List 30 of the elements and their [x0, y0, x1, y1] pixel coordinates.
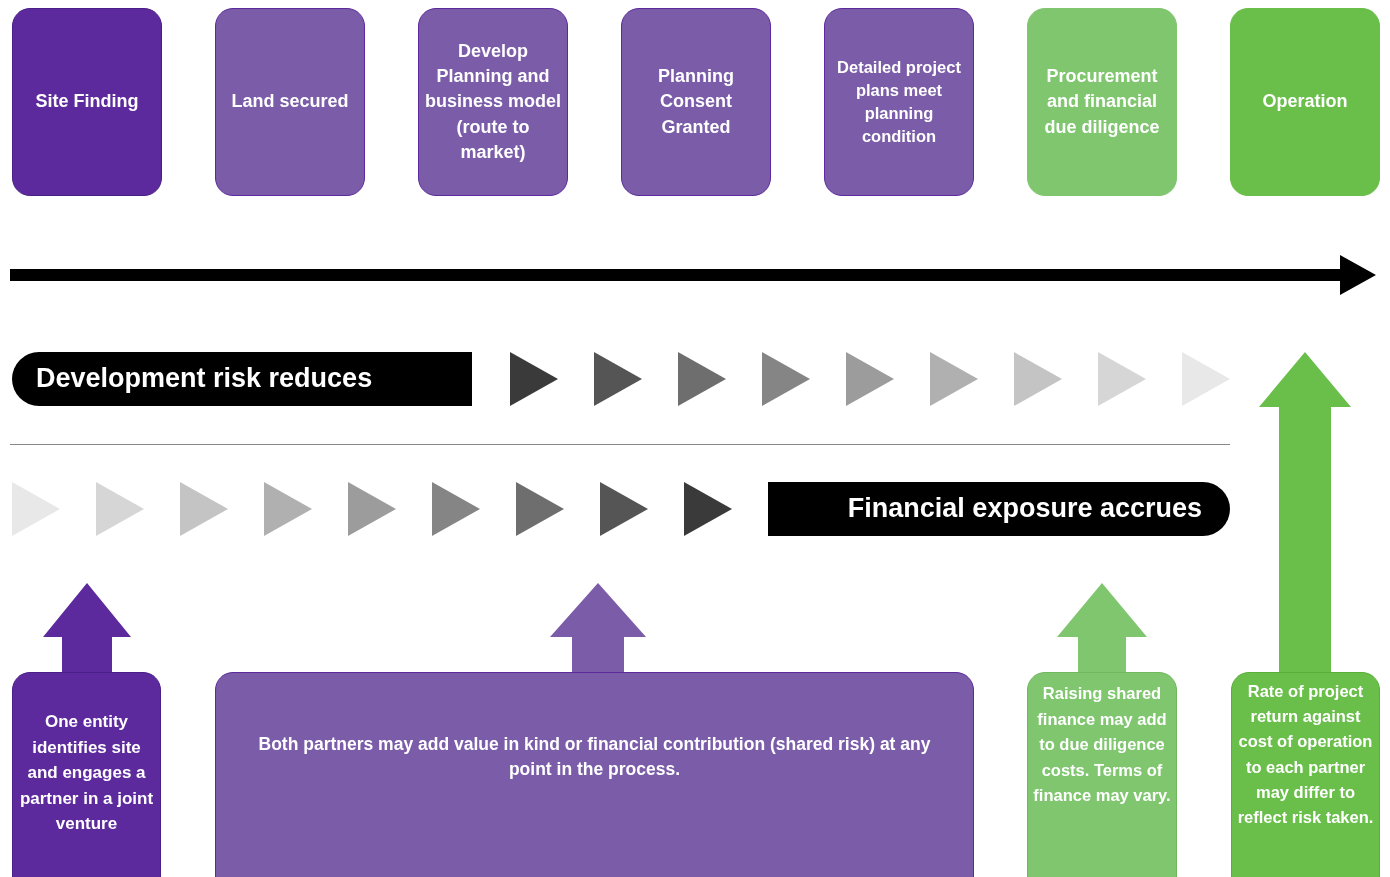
process-box [215, 8, 365, 196]
process-box [1231, 672, 1380, 877]
banner [768, 482, 1230, 536]
box-text: Land secured [231, 90, 349, 114]
process-box [824, 8, 974, 196]
box-text: Site Finding [35, 90, 139, 114]
box-text: Both partners may add value in kind or financial contribution (shared risk) at any point in the process. [257, 732, 932, 781]
box-text: One entity identifies site and engages a partner in a joint venture [18, 711, 155, 836]
process-box [1230, 8, 1380, 196]
process-box [12, 672, 161, 877]
box-text: Financial exposure accrues [847, 494, 1202, 524]
box-text: Procurement and financial due diligence [1043, 65, 1161, 139]
process-box [215, 672, 974, 877]
process-box [12, 8, 162, 196]
process-box [418, 8, 568, 196]
box-text: Rate of project return against cost of operation to each partner may differ to reflect risk taken. [1236, 681, 1375, 829]
box-text: Operation [1262, 90, 1348, 114]
box-text: Detailed project plans meet planning condition [836, 56, 962, 148]
process-box [1027, 8, 1177, 196]
block-arrow [1057, 583, 1147, 672]
box-text: Planning Consent Granted [657, 65, 735, 139]
box-text: Raising shared finance may add to due diligence costs. Terms of finance may vary. [1032, 683, 1172, 807]
block-arrow [1259, 352, 1351, 672]
block-arrow [43, 583, 131, 672]
box-text: Develop Planning and business model (route to market) [423, 40, 562, 164]
banner [12, 352, 472, 406]
process-box [621, 8, 771, 196]
process-box [1027, 672, 1177, 877]
block-arrow [550, 583, 646, 672]
box-text: Development risk reduces [36, 364, 373, 394]
